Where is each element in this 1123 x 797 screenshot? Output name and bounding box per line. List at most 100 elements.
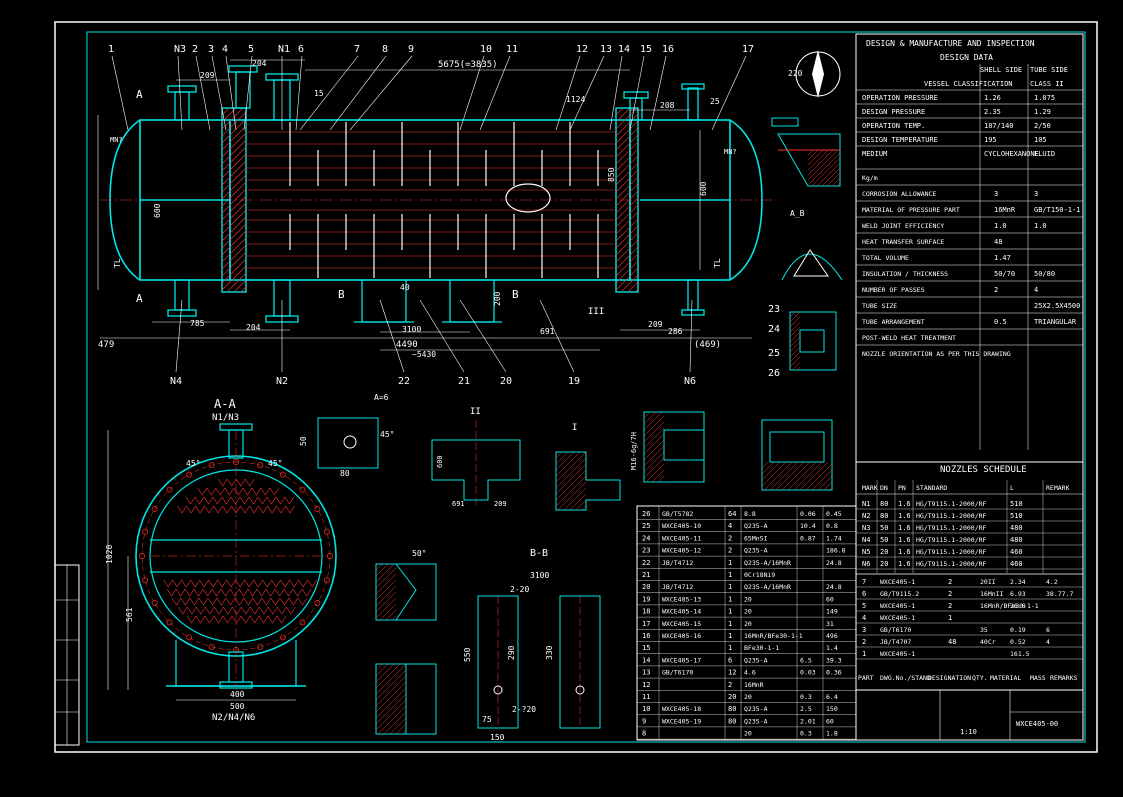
dim-785: 785 <box>190 319 205 328</box>
callout-26: 26 <box>768 368 780 379</box>
bom-material: 4.6 <box>744 669 756 677</box>
design-row-label: OPERATION PRESSURE <box>862 94 938 102</box>
bom-material: 20 <box>744 608 752 616</box>
dim-1124: 1124 <box>566 95 585 104</box>
dim-top-overall: 5675(=3835) <box>438 60 498 70</box>
bom-no: 16 <box>642 632 650 640</box>
nozzle-length: 460 <box>1010 560 1023 568</box>
part-mass: 2.34 <box>1010 578 1026 586</box>
flange-hatch <box>761 461 833 491</box>
dim-right-end: (469) <box>694 340 721 350</box>
bom-material: 0Cr18Ni9 <box>744 571 775 579</box>
detail-i <box>555 451 621 511</box>
design-row-tube: 1.075 <box>1034 94 1055 102</box>
bom-qty: 20 <box>728 693 736 701</box>
part-no: 6 <box>862 590 866 598</box>
bom-qty: 1 <box>728 632 732 640</box>
callout-16: 16 <box>662 44 674 55</box>
nozzle-label-left: MN? <box>110 136 123 144</box>
top-nozzles <box>167 65 705 121</box>
bb-dim-150: 150 <box>490 733 505 742</box>
design-mid-a: 1.47 <box>994 254 1011 262</box>
part-no: 2 <box>862 638 866 646</box>
design-mid-label: HEAT TRANSFER SURFACE <box>862 238 944 246</box>
part-material: 40Cr <box>980 638 996 646</box>
tech-header: DESIGN & MANUFACTURE AND INSPECTION <box>866 39 1035 48</box>
part-dwg: GB/T6170 <box>880 626 911 634</box>
lug-a6: A=6 <box>374 393 389 402</box>
section-b-b <box>477 595 601 729</box>
dim-209-bottom: 209 <box>648 320 663 329</box>
bom-dwg: WXCE405-15 <box>662 620 701 628</box>
parts-header-cell: REMARKS <box>1050 674 1077 682</box>
part-qty: 2 <box>948 590 952 598</box>
bom-material: Q235-A/16MnR <box>744 559 791 567</box>
dim-600-left: 600 <box>153 203 162 218</box>
bom-total: 31 <box>826 620 834 628</box>
section-mark-b-right: B <box>512 288 519 301</box>
detail-ii-691: 691 <box>452 500 465 508</box>
detail-ii-600: 600 <box>436 455 444 468</box>
callout-8: 8 <box>382 44 388 55</box>
main-dims <box>97 59 752 351</box>
bom-no: 19 <box>642 595 650 603</box>
callout-22: 22 <box>398 376 410 387</box>
bom-no: 15 <box>642 644 650 652</box>
bom-dwg: WXCE405-19 <box>662 717 701 725</box>
bom-dwg: WXCE405-14 <box>662 608 701 616</box>
bom-no: 10 <box>642 705 650 713</box>
nozzle-header-cell: DN <box>880 484 888 492</box>
bom-material: BFe30-1-1 <box>744 644 779 652</box>
design-mid-label: INSULATION / THICKNESS <box>862 270 948 278</box>
part-no: 1 <box>862 650 866 658</box>
callout-24: 24 <box>768 324 780 335</box>
callout-6: 6 <box>298 44 304 55</box>
nozzle-header-cell: L <box>1010 484 1014 492</box>
bom-no: 8 <box>642 730 646 738</box>
callout-10: 10 <box>480 44 492 55</box>
title-block: DESIGN & MANUFACTURE AND INSPECTION DESI… <box>855 33 1084 741</box>
design-row-label: DESIGN TEMPERATURE <box>862 136 938 144</box>
bom-dwg: GB/T6170 <box>662 669 693 677</box>
bom-qty: 1 <box>728 595 732 603</box>
section-mark-a-top: A <box>136 88 143 101</box>
part-total: 6 <box>1046 626 1050 634</box>
detail-mark-iii: III <box>588 307 604 317</box>
nozzle-dn: 50 <box>880 524 888 532</box>
bom-total: 1.8 <box>826 730 838 738</box>
outer-frame <box>54 21 1098 753</box>
callout-n3: N3 <box>174 44 186 55</box>
lug-50: 50 <box>299 436 308 446</box>
section-aa-title: A-A <box>214 397 236 411</box>
part-dwg: GB/T9115.2 <box>880 590 919 598</box>
plate-hatch <box>375 663 407 735</box>
lug-80: 80 <box>340 469 350 478</box>
part-qty: 2 <box>948 578 952 586</box>
design-row-shell: 187/140 <box>984 122 1014 130</box>
bb-dim-330: 330 <box>545 645 554 660</box>
nozzle-dn: 80 <box>880 512 888 520</box>
revision-strip <box>54 564 80 746</box>
aa-dim-500: 500 <box>230 702 245 711</box>
callout-11: 11 <box>506 44 518 55</box>
bom-material: 65MnSI <box>744 534 768 542</box>
part-dwg: WXCE405-1 <box>880 614 915 622</box>
bom-total: 24.8 <box>826 583 842 591</box>
bom-material: 20 <box>744 730 752 738</box>
dim-40: 40 <box>400 283 410 292</box>
design-row-tube: 2/50 <box>1034 122 1051 130</box>
nozzle-standard: HG/T9115.1-2000/RF <box>916 548 987 556</box>
bom-material: Q235-A <box>744 717 768 725</box>
bom-mass: 0.06 <box>800 510 816 518</box>
callout-21: 21 <box>458 376 470 387</box>
aa-dim-400: 400 <box>230 690 245 699</box>
bom-material: 20 <box>744 693 752 701</box>
bom-mass: 0.3 <box>800 730 812 738</box>
dim-209-top: 209 <box>200 71 215 80</box>
inner-frame <box>86 31 1086 743</box>
part-material: 16MnII <box>980 590 1004 598</box>
design-mid-b: TRIANGULAR <box>1034 318 1077 326</box>
nozzle-header-cell: REMARK <box>1046 484 1070 492</box>
bom-no: 21 <box>642 571 650 579</box>
